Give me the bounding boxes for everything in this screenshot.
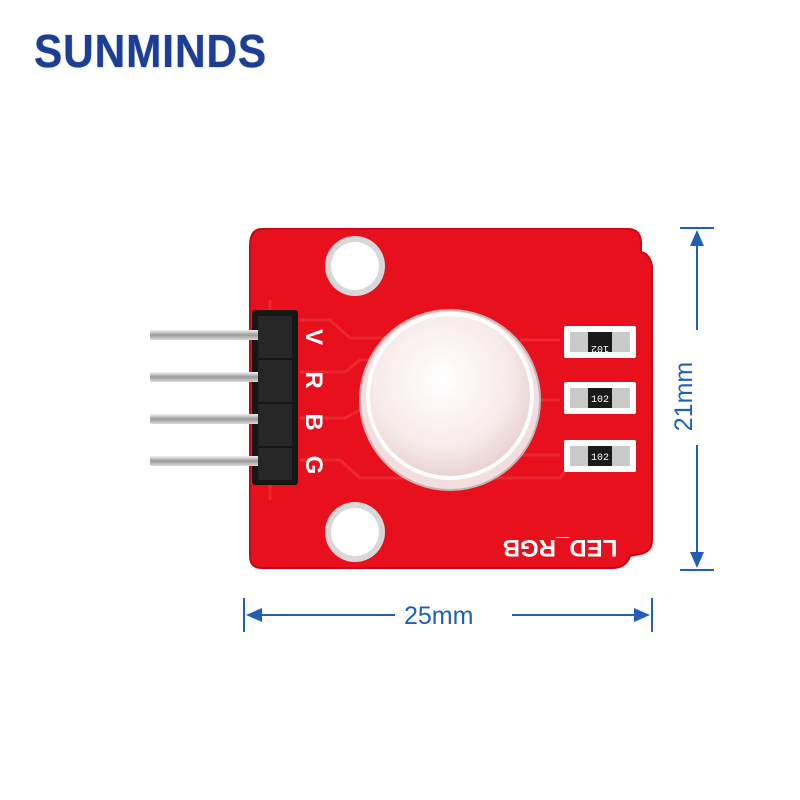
pin-label-b: B: [300, 413, 327, 430]
mounting-hole-top: [325, 236, 385, 296]
resistor-1-code: 102: [591, 342, 609, 353]
width-dimension-label: 25mm: [404, 602, 474, 630]
height-dimension-label: 21mm: [670, 361, 699, 432]
rgb-led: [359, 309, 541, 491]
resistor-3-code: 102: [591, 453, 609, 464]
brand-logo: SUNMINDS: [34, 25, 268, 77]
resistor-3: [564, 440, 636, 472]
width-dimension-arrow: [243, 598, 653, 632]
pin-label-g: G: [300, 456, 327, 475]
resistor-2: [564, 382, 636, 414]
mounting-hole-bottom: [325, 502, 385, 562]
board-label: LED_RGB: [503, 534, 618, 561]
height-dimension-arrow: [680, 227, 714, 571]
header-pins: [150, 310, 298, 485]
resistor-2-code: 102: [591, 395, 609, 406]
pin-label-r: R: [300, 371, 327, 388]
resistor-1: [564, 326, 636, 358]
pin-label-v: V: [300, 329, 327, 345]
